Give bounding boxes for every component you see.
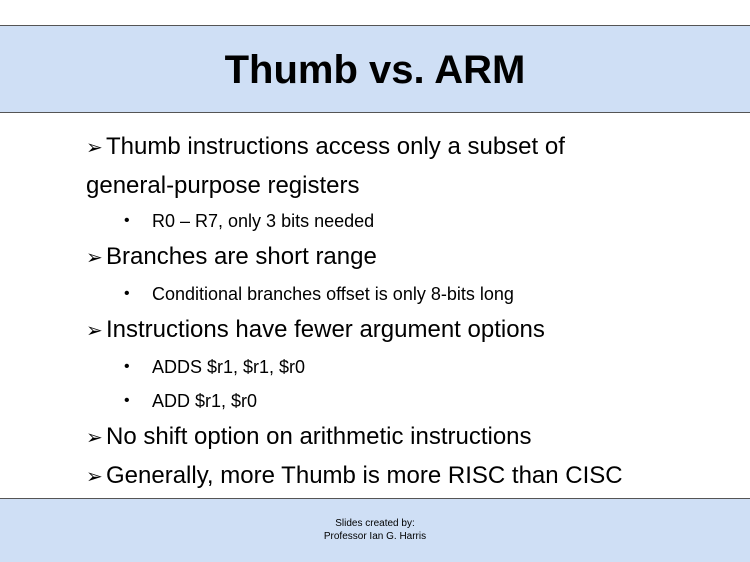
bullet-1: ➢Thumb instructions access only a subset… bbox=[86, 128, 706, 204]
bullet-1-text-line2: general-purpose registers bbox=[86, 172, 360, 199]
bullet-5-text: Generally, more Thumb is more RISC than … bbox=[106, 462, 623, 489]
footer-credit-line1: Slides created by: bbox=[335, 518, 415, 529]
bullet-1-sub-1: • R0 – R7, only 3 bits needed bbox=[124, 204, 750, 238]
bullet-4: ➢No shift option on arithmetic instructi… bbox=[86, 418, 706, 457]
bullet-3-sub-2: • ADD $r1, $r0 bbox=[124, 384, 750, 418]
bullet-2-text: Branches are short range bbox=[106, 243, 377, 270]
bullet-3-sub-2-text: ADD $r1, $r0 bbox=[152, 391, 258, 411]
bullet-3: ➢Instructions have fewer argument option… bbox=[86, 311, 706, 350]
dot-bullet-icon: • bbox=[124, 358, 130, 375]
bullet-2-sub-1-text: Conditional branches offset is only 8-bi… bbox=[152, 284, 514, 304]
slide-title: Thumb vs. ARM bbox=[224, 48, 526, 92]
dot-bullet-icon: • bbox=[124, 285, 130, 302]
arrow-bullet-icon: ➢ bbox=[86, 427, 103, 449]
arrow-bullet-icon: ➢ bbox=[86, 466, 103, 488]
dot-bullet-icon: • bbox=[124, 392, 130, 409]
bullet-4-text: No shift option on arithmetic instructio… bbox=[106, 423, 532, 450]
slide-content: ➢Thumb instructions access only a subset… bbox=[0, 128, 750, 496]
bullet-3-sub-1: • ADDS $r1, $r1, $r0 bbox=[124, 350, 750, 384]
footer-credit-line2: Professor Ian G. Harris bbox=[323, 531, 427, 542]
title-band: Thumb vs. ARM bbox=[0, 25, 750, 113]
dot-bullet-icon: • bbox=[124, 212, 130, 229]
bullet-3-text: Instructions have fewer argument options bbox=[106, 316, 545, 343]
bullet-1-text-line1: Thumb instructions access only a subset … bbox=[106, 133, 565, 160]
bullet-2: ➢Branches are short range bbox=[86, 238, 706, 277]
bullet-3-sub-1-text: ADDS $r1, $r1, $r0 bbox=[152, 357, 306, 377]
bullet-1-sub-1-text: R0 – R7, only 3 bits needed bbox=[152, 211, 375, 231]
arrow-bullet-icon: ➢ bbox=[86, 137, 103, 159]
arrow-bullet-icon: ➢ bbox=[86, 247, 103, 269]
bullet-2-sub-1: • Conditional branches offset is only 8-… bbox=[124, 277, 750, 311]
arrow-bullet-icon: ➢ bbox=[86, 320, 103, 342]
bullet-5: ➢Generally, more Thumb is more RISC than… bbox=[86, 457, 706, 496]
footer-band: Slides created by: Professor Ian G. Harr… bbox=[0, 498, 750, 562]
